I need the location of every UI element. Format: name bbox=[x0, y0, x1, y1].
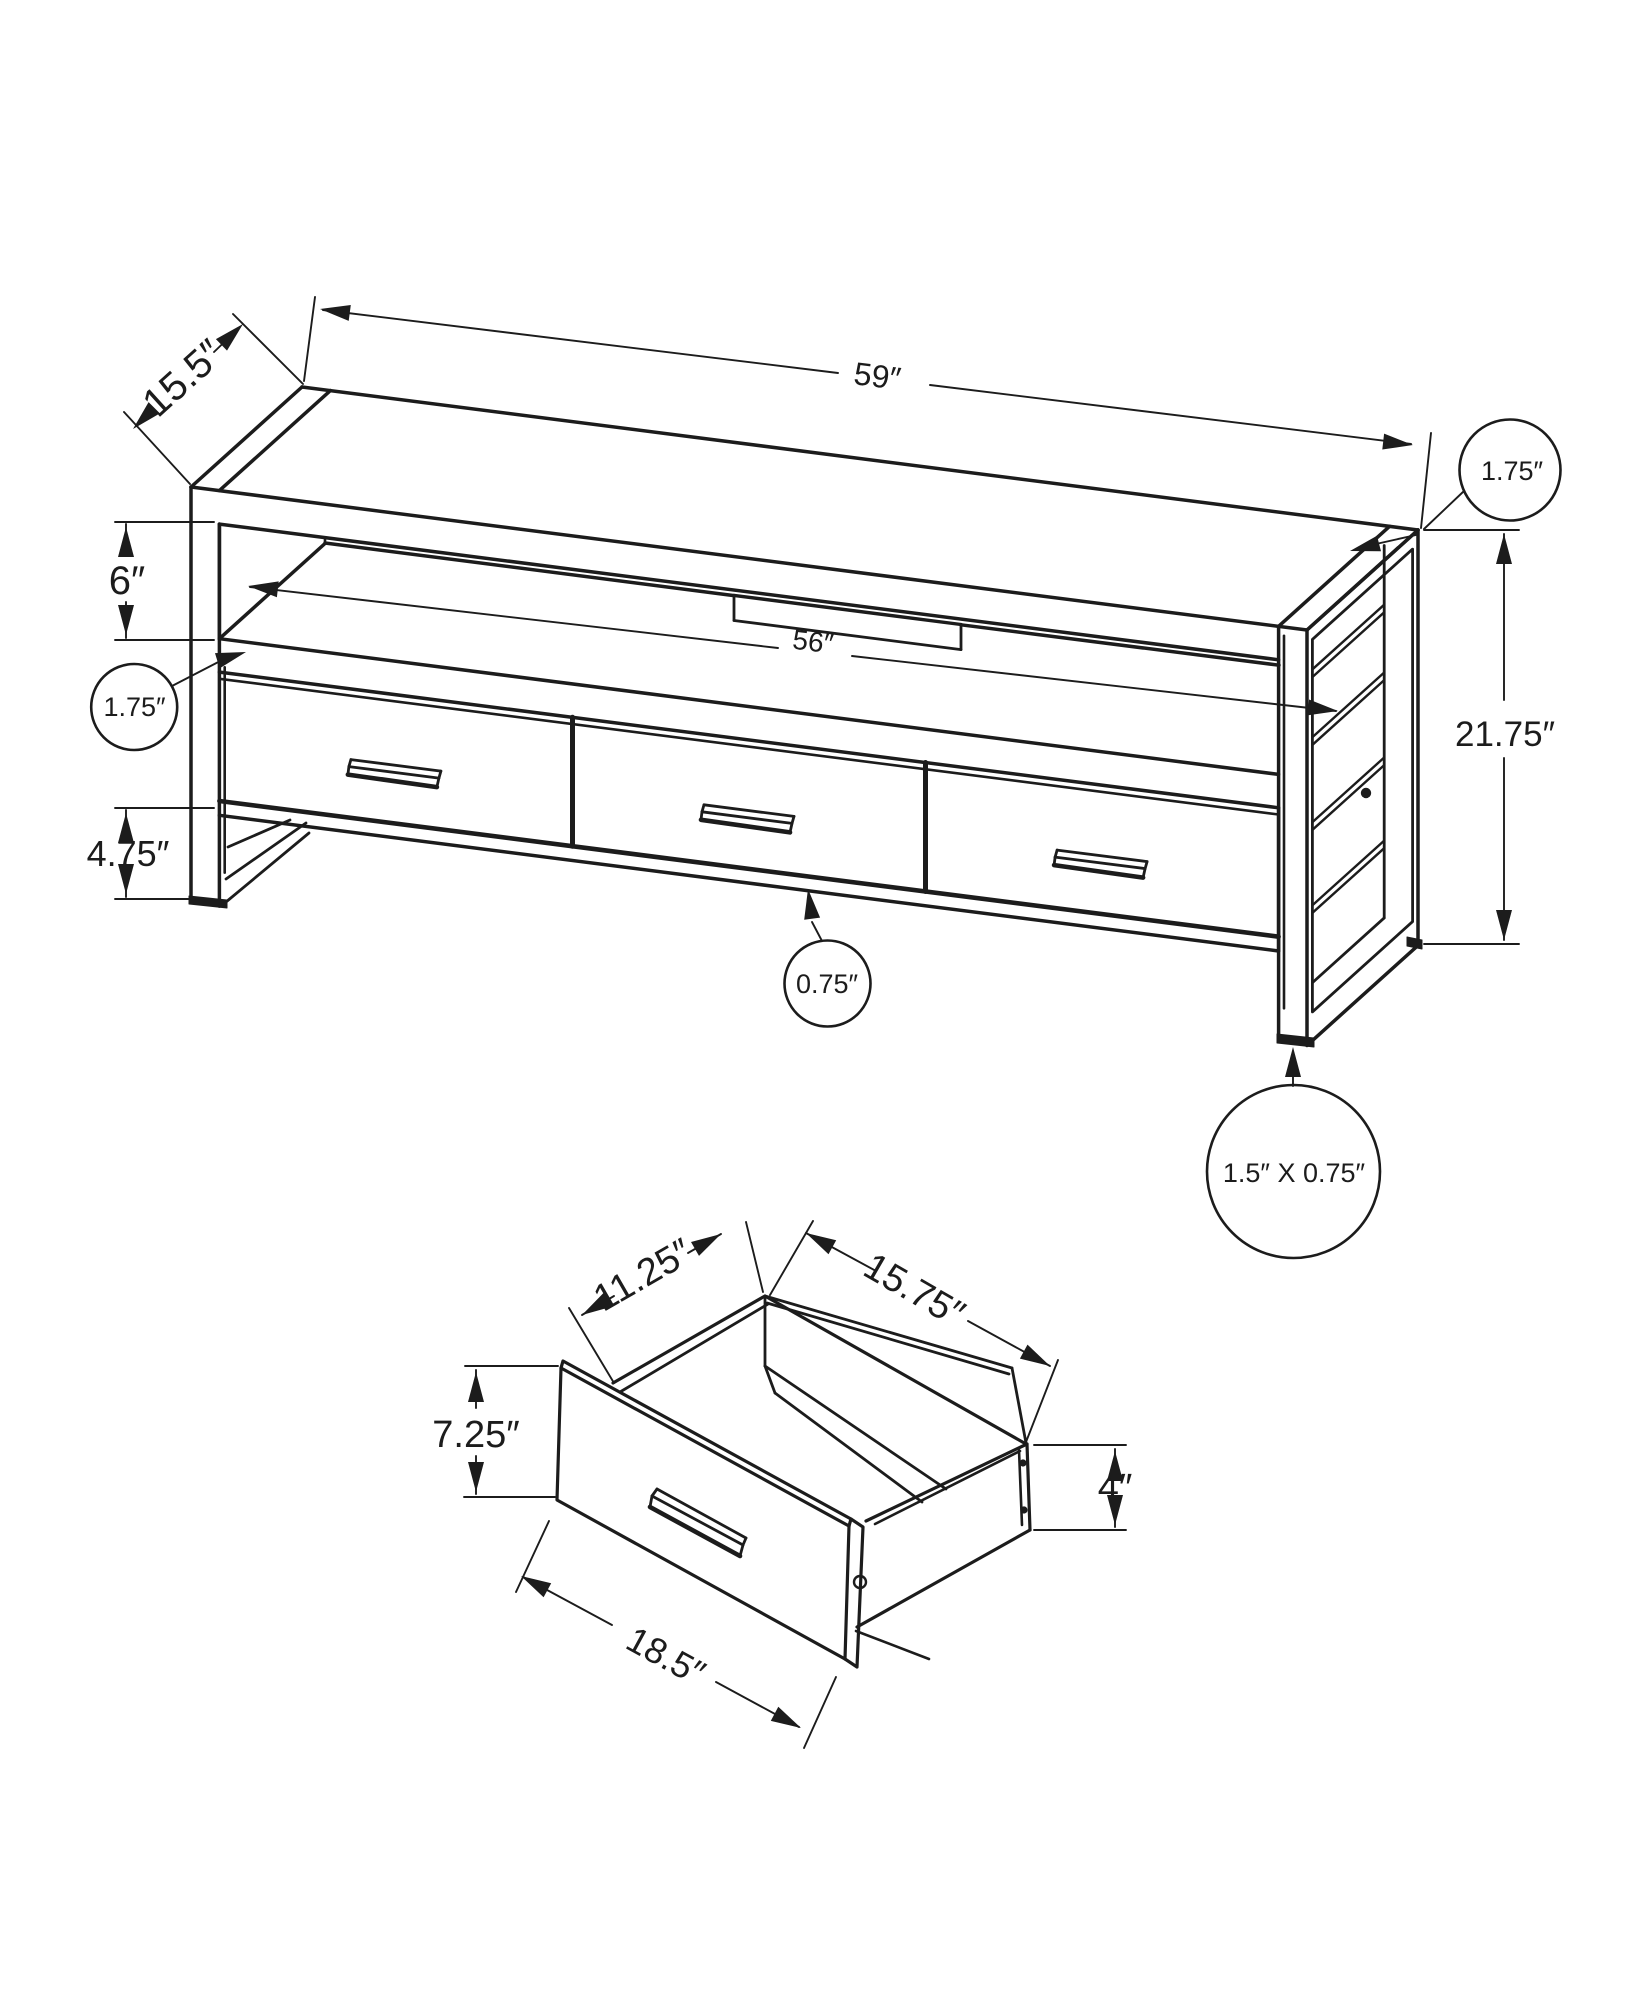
svg-text:4″: 4″ bbox=[1098, 1467, 1133, 1509]
svg-text:6″: 6″ bbox=[109, 559, 145, 603]
svg-text:1.75″: 1.75″ bbox=[1481, 456, 1544, 486]
svg-text:59″: 59″ bbox=[852, 355, 903, 397]
svg-text:7.25″: 7.25″ bbox=[432, 1414, 519, 1456]
svg-text:1.5″ X 0.75″: 1.5″ X 0.75″ bbox=[1223, 1158, 1366, 1188]
svg-text:21.75″: 21.75″ bbox=[1455, 715, 1555, 754]
svg-text:0.75″: 0.75″ bbox=[796, 969, 859, 999]
svg-text:1.75″: 1.75″ bbox=[103, 692, 166, 722]
svg-text:56″: 56″ bbox=[791, 624, 835, 659]
svg-text:4.75″: 4.75″ bbox=[87, 833, 170, 874]
